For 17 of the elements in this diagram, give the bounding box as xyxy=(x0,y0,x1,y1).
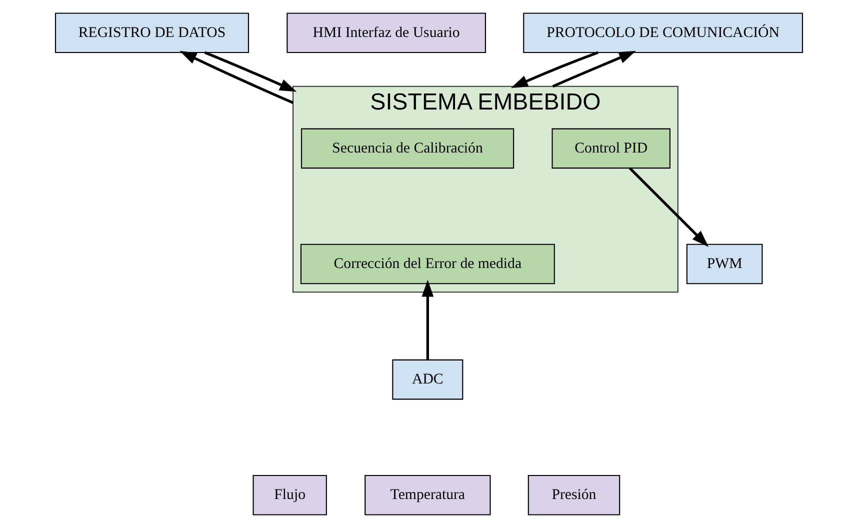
node-box: HMI Interfaz de Usuario xyxy=(286,12,486,52)
node-box: ADC xyxy=(392,358,464,400)
arrow xyxy=(510,50,598,88)
node-box: PWM xyxy=(686,243,763,284)
node-box: Presión xyxy=(528,474,620,515)
node-box: Flujo xyxy=(252,474,327,515)
node-box: PROTOCOLO DE COMUNICACIÓN xyxy=(523,12,804,52)
arrow xyxy=(628,166,709,246)
node-box: Temperatura xyxy=(364,474,491,515)
node-box: Corrección del Error de medida xyxy=(300,243,555,284)
node-box: Control PID xyxy=(552,128,670,168)
arrow xyxy=(552,50,636,88)
node-box: Secuencia de Calibración xyxy=(300,128,514,168)
arrow xyxy=(204,50,297,92)
node-box: REGISTRO DE DATOS xyxy=(54,12,250,52)
arrow xyxy=(422,279,434,360)
arrow xyxy=(180,50,294,104)
